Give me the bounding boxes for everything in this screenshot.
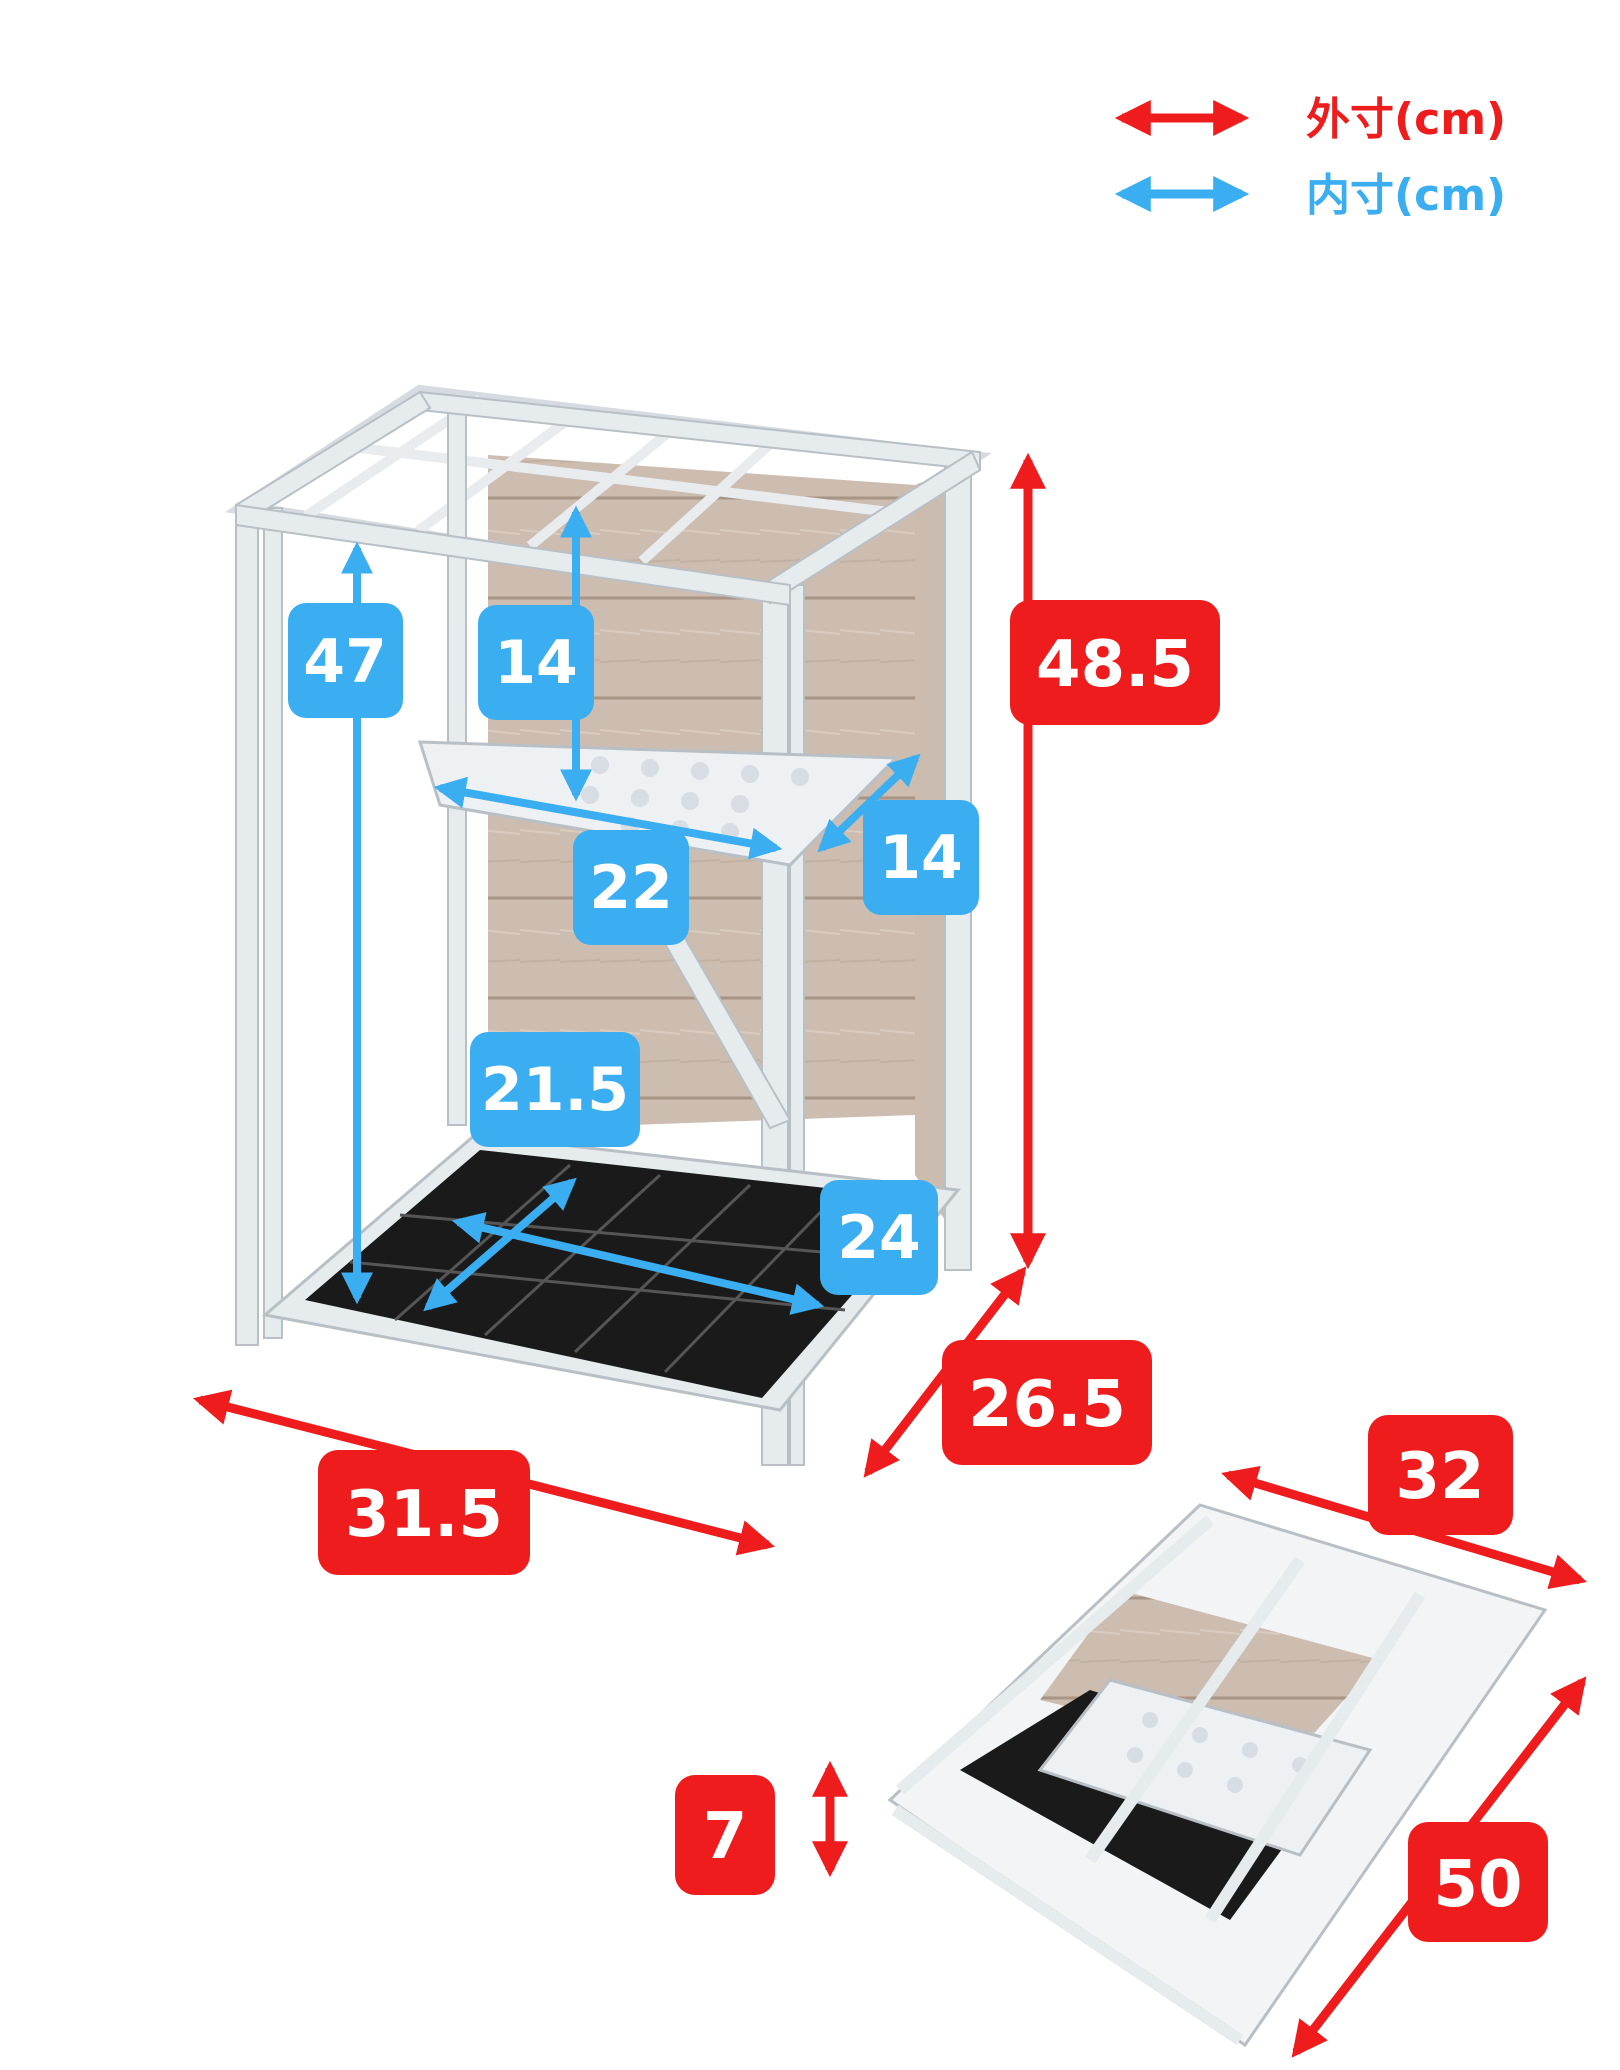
outer-width-label: 31.5 xyxy=(345,1478,503,1552)
top-to-shelf-badge xyxy=(478,605,594,720)
shelf-width-label: 22 xyxy=(589,853,673,923)
legend-outer-label: 外寸(cm) xyxy=(1306,94,1506,145)
folded-width-label: 32 xyxy=(1395,1440,1484,1514)
folded-stand-illustration xyxy=(887,1503,1548,2048)
top-to-shelf-label: 14 xyxy=(494,628,578,698)
outer-height-badge xyxy=(1010,600,1220,725)
outer-depth-label: 26.5 xyxy=(968,1368,1126,1442)
tray-size-badge xyxy=(820,1180,938,1295)
outer-height-label: 48.5 xyxy=(1036,628,1194,702)
folded-height-label: 7 xyxy=(703,1800,748,1874)
shelf-depth-badge xyxy=(863,800,979,915)
inner-height-label: 47 xyxy=(303,627,387,697)
legend: 外寸(cm) 内寸(cm) xyxy=(1114,94,1506,221)
outer-dimensions: 48.5 26.5 31.5 32 50 7 xyxy=(193,452,1587,2058)
inner-dimensions: 47 14 22 14 21.5 24 xyxy=(288,505,979,1315)
outer-width-badge xyxy=(318,1450,530,1575)
shelf-width-badge xyxy=(573,830,689,945)
shelf-to-tray-label: 21.5 xyxy=(481,1055,629,1125)
shelf-width-arrow xyxy=(433,776,783,860)
shelf-to-tray-badge xyxy=(470,1032,640,1147)
outer-depth-badge xyxy=(942,1340,1152,1465)
folded-length-label: 50 xyxy=(1433,1848,1522,1922)
folded-height-badge xyxy=(675,1775,775,1895)
tray-size-label: 24 xyxy=(837,1203,921,1273)
shelf-depth-label: 14 xyxy=(879,823,963,893)
legend-inner-label: 内寸(cm) xyxy=(1306,170,1506,221)
folded-length-badge xyxy=(1408,1822,1548,1942)
folded-width-badge xyxy=(1368,1415,1513,1535)
tray-width-arrow xyxy=(423,1177,577,1312)
shelf-depth-arrow xyxy=(817,753,921,853)
inner-height-badge xyxy=(288,603,403,718)
